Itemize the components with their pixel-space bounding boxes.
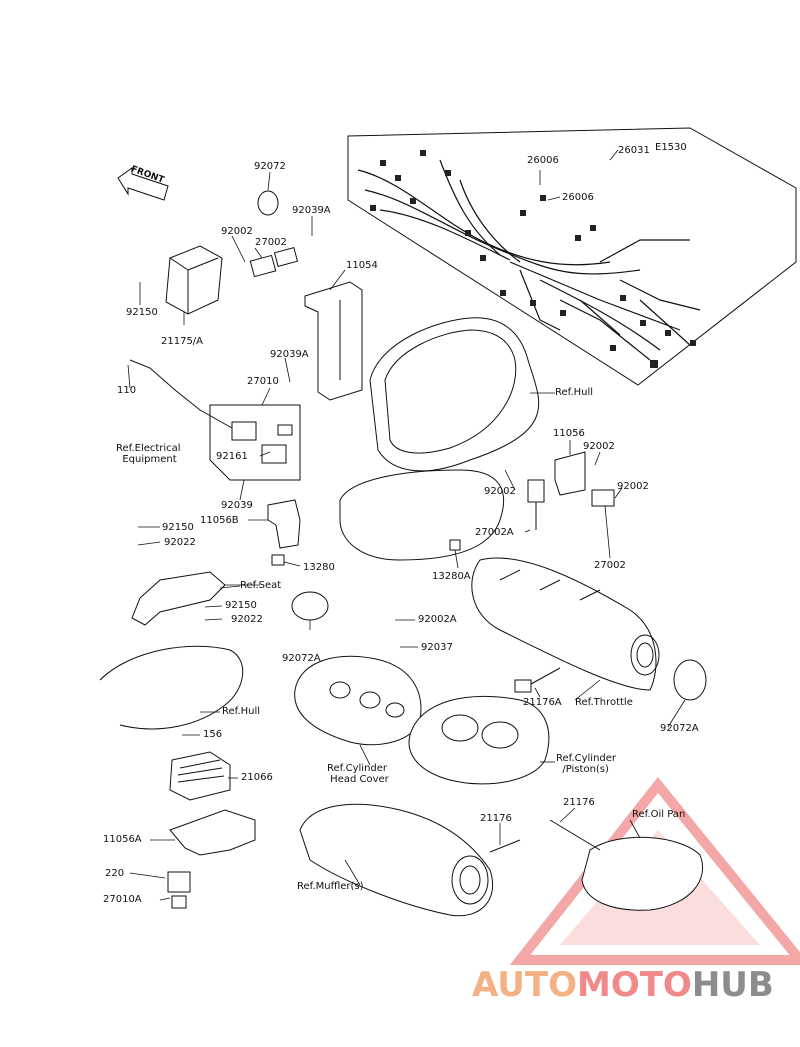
ref-cylinder-piston[interactable]: Ref.Cylinder /Piston(s) [556, 753, 617, 775]
watermark-logo: AUTOMOTOHUB [472, 965, 774, 1005]
part-21066[interactable]: 21066 [241, 772, 273, 783]
clamp-92072 [257, 190, 279, 216]
leader-lines [127, 149, 686, 901]
ref-cylinder-head-cover[interactable]: Ref.Cylinder Head Cover [327, 763, 389, 785]
part-92039[interactable]: 92039 [221, 500, 253, 511]
ref-hull-left[interactable]: Ref.Hull [222, 706, 261, 717]
harness-connectors [370, 150, 696, 368]
part-92022-b[interactable]: 92022 [231, 614, 263, 625]
part-92072A-left[interactable]: 92072A [282, 653, 321, 664]
part-27010A[interactable]: 27010A [103, 894, 142, 905]
part-92002-top[interactable]: 92002 [221, 226, 253, 237]
part-92037[interactable]: 92037 [421, 642, 453, 653]
part-92072A-right[interactable]: 92072A [660, 723, 699, 734]
sensor-27010A [167, 871, 191, 909]
part-92161[interactable]: 92161 [216, 451, 248, 462]
ref-mufflers[interactable]: Ref.Muffler(s) [297, 881, 364, 892]
part-13280[interactable]: 13280 [303, 562, 335, 573]
part-92150-c[interactable]: 92150 [225, 600, 257, 611]
sensor-21176-a [489, 839, 521, 853]
part-92150-b[interactable]: 92150 [162, 522, 194, 533]
clamp-92072A-right [673, 659, 707, 701]
part-92002-r2[interactable]: 92002 [484, 486, 516, 497]
bracket-11056 [554, 451, 586, 496]
ref-throttle[interactable]: Ref.Throttle [575, 697, 633, 708]
part-26006-b[interactable]: 26006 [562, 192, 594, 203]
hull-left-outline [99, 645, 244, 730]
sensor-21176-b [549, 819, 601, 851]
part-27010[interactable]: 27010 [247, 376, 279, 387]
wire-harness [357, 159, 701, 361]
part-27002-r[interactable]: 27002 [594, 560, 626, 571]
part-11056A[interactable]: 11056A [103, 834, 142, 845]
throttle-body [471, 557, 660, 691]
regulator-21066 [169, 751, 231, 801]
part-92039A-top[interactable]: 92039A [292, 205, 331, 216]
ecu-shape [165, 245, 223, 315]
front-arrow-icon [117, 167, 169, 201]
part-21176A[interactable]: 21176A [523, 697, 562, 708]
cylinder-head-cover [294, 655, 422, 746]
part-27002-top[interactable]: 27002 [255, 237, 287, 248]
seat-bracket [131, 571, 226, 626]
part-92072[interactable]: 92072 [254, 161, 286, 172]
ref-oil-pan[interactable]: Ref.Oil Pan [632, 809, 686, 820]
oil-pan [581, 836, 703, 911]
part-92039A-mid[interactable]: 92039A [270, 349, 309, 360]
harness-outline-box [347, 127, 797, 386]
part-110[interactable]: 110 [117, 385, 137, 396]
part-13280A[interactable]: 13280A [432, 571, 471, 582]
clip-13280 [271, 554, 285, 566]
sensor-21176A [514, 667, 561, 693]
watermark-part3: HUB [691, 965, 774, 1005]
watermark-part1: AUTO [472, 965, 577, 1005]
hull-top-outline [339, 317, 540, 561]
part-11054[interactable]: 11054 [346, 260, 378, 271]
ref-electrical-equipment[interactable]: Ref.Electrical Equipment [116, 443, 181, 465]
part-26031[interactable]: 26031 [618, 145, 650, 156]
part-21175A[interactable]: 21175/A [161, 336, 204, 347]
part-11056B[interactable]: 11056B [200, 515, 239, 526]
part-92002-r3[interactable]: 92002 [617, 481, 649, 492]
part-92002-r1[interactable]: 92002 [583, 441, 615, 452]
part-11056[interactable]: 11056 [553, 428, 585, 439]
relay-27002 [249, 247, 299, 278]
clamp-92072A-left [291, 591, 329, 621]
cylinder-block [408, 695, 550, 785]
relay-assembly-box [209, 404, 301, 481]
part-156[interactable]: 156 [203, 729, 223, 740]
relay-27002-right [591, 489, 615, 507]
bracket-11056B [267, 499, 301, 549]
muffler [299, 803, 494, 917]
relay-27002A [527, 479, 545, 530]
part-21176-a[interactable]: 21176 [563, 797, 595, 808]
bracket-11054 [304, 281, 363, 401]
part-21176-b[interactable]: 21176 [480, 813, 512, 824]
part-92002A[interactable]: 92002A [418, 614, 457, 625]
part-220[interactable]: 220 [105, 868, 125, 879]
watermark-part2: MOTO [576, 965, 692, 1005]
part-27002A[interactable]: 27002A [475, 527, 514, 538]
ref-hull-top[interactable]: Ref.Hull [555, 387, 594, 398]
part-26006-a[interactable]: 26006 [527, 155, 559, 166]
bracket-11056A [169, 809, 256, 856]
clip-13280A [449, 539, 461, 551]
part-92150-top[interactable]: 92150 [126, 307, 158, 318]
diagram-code: E1530 [655, 142, 687, 153]
ref-seat[interactable]: Ref.Seat [240, 580, 282, 591]
part-92022-a[interactable]: 92022 [164, 537, 196, 548]
wire-110 [129, 359, 233, 429]
